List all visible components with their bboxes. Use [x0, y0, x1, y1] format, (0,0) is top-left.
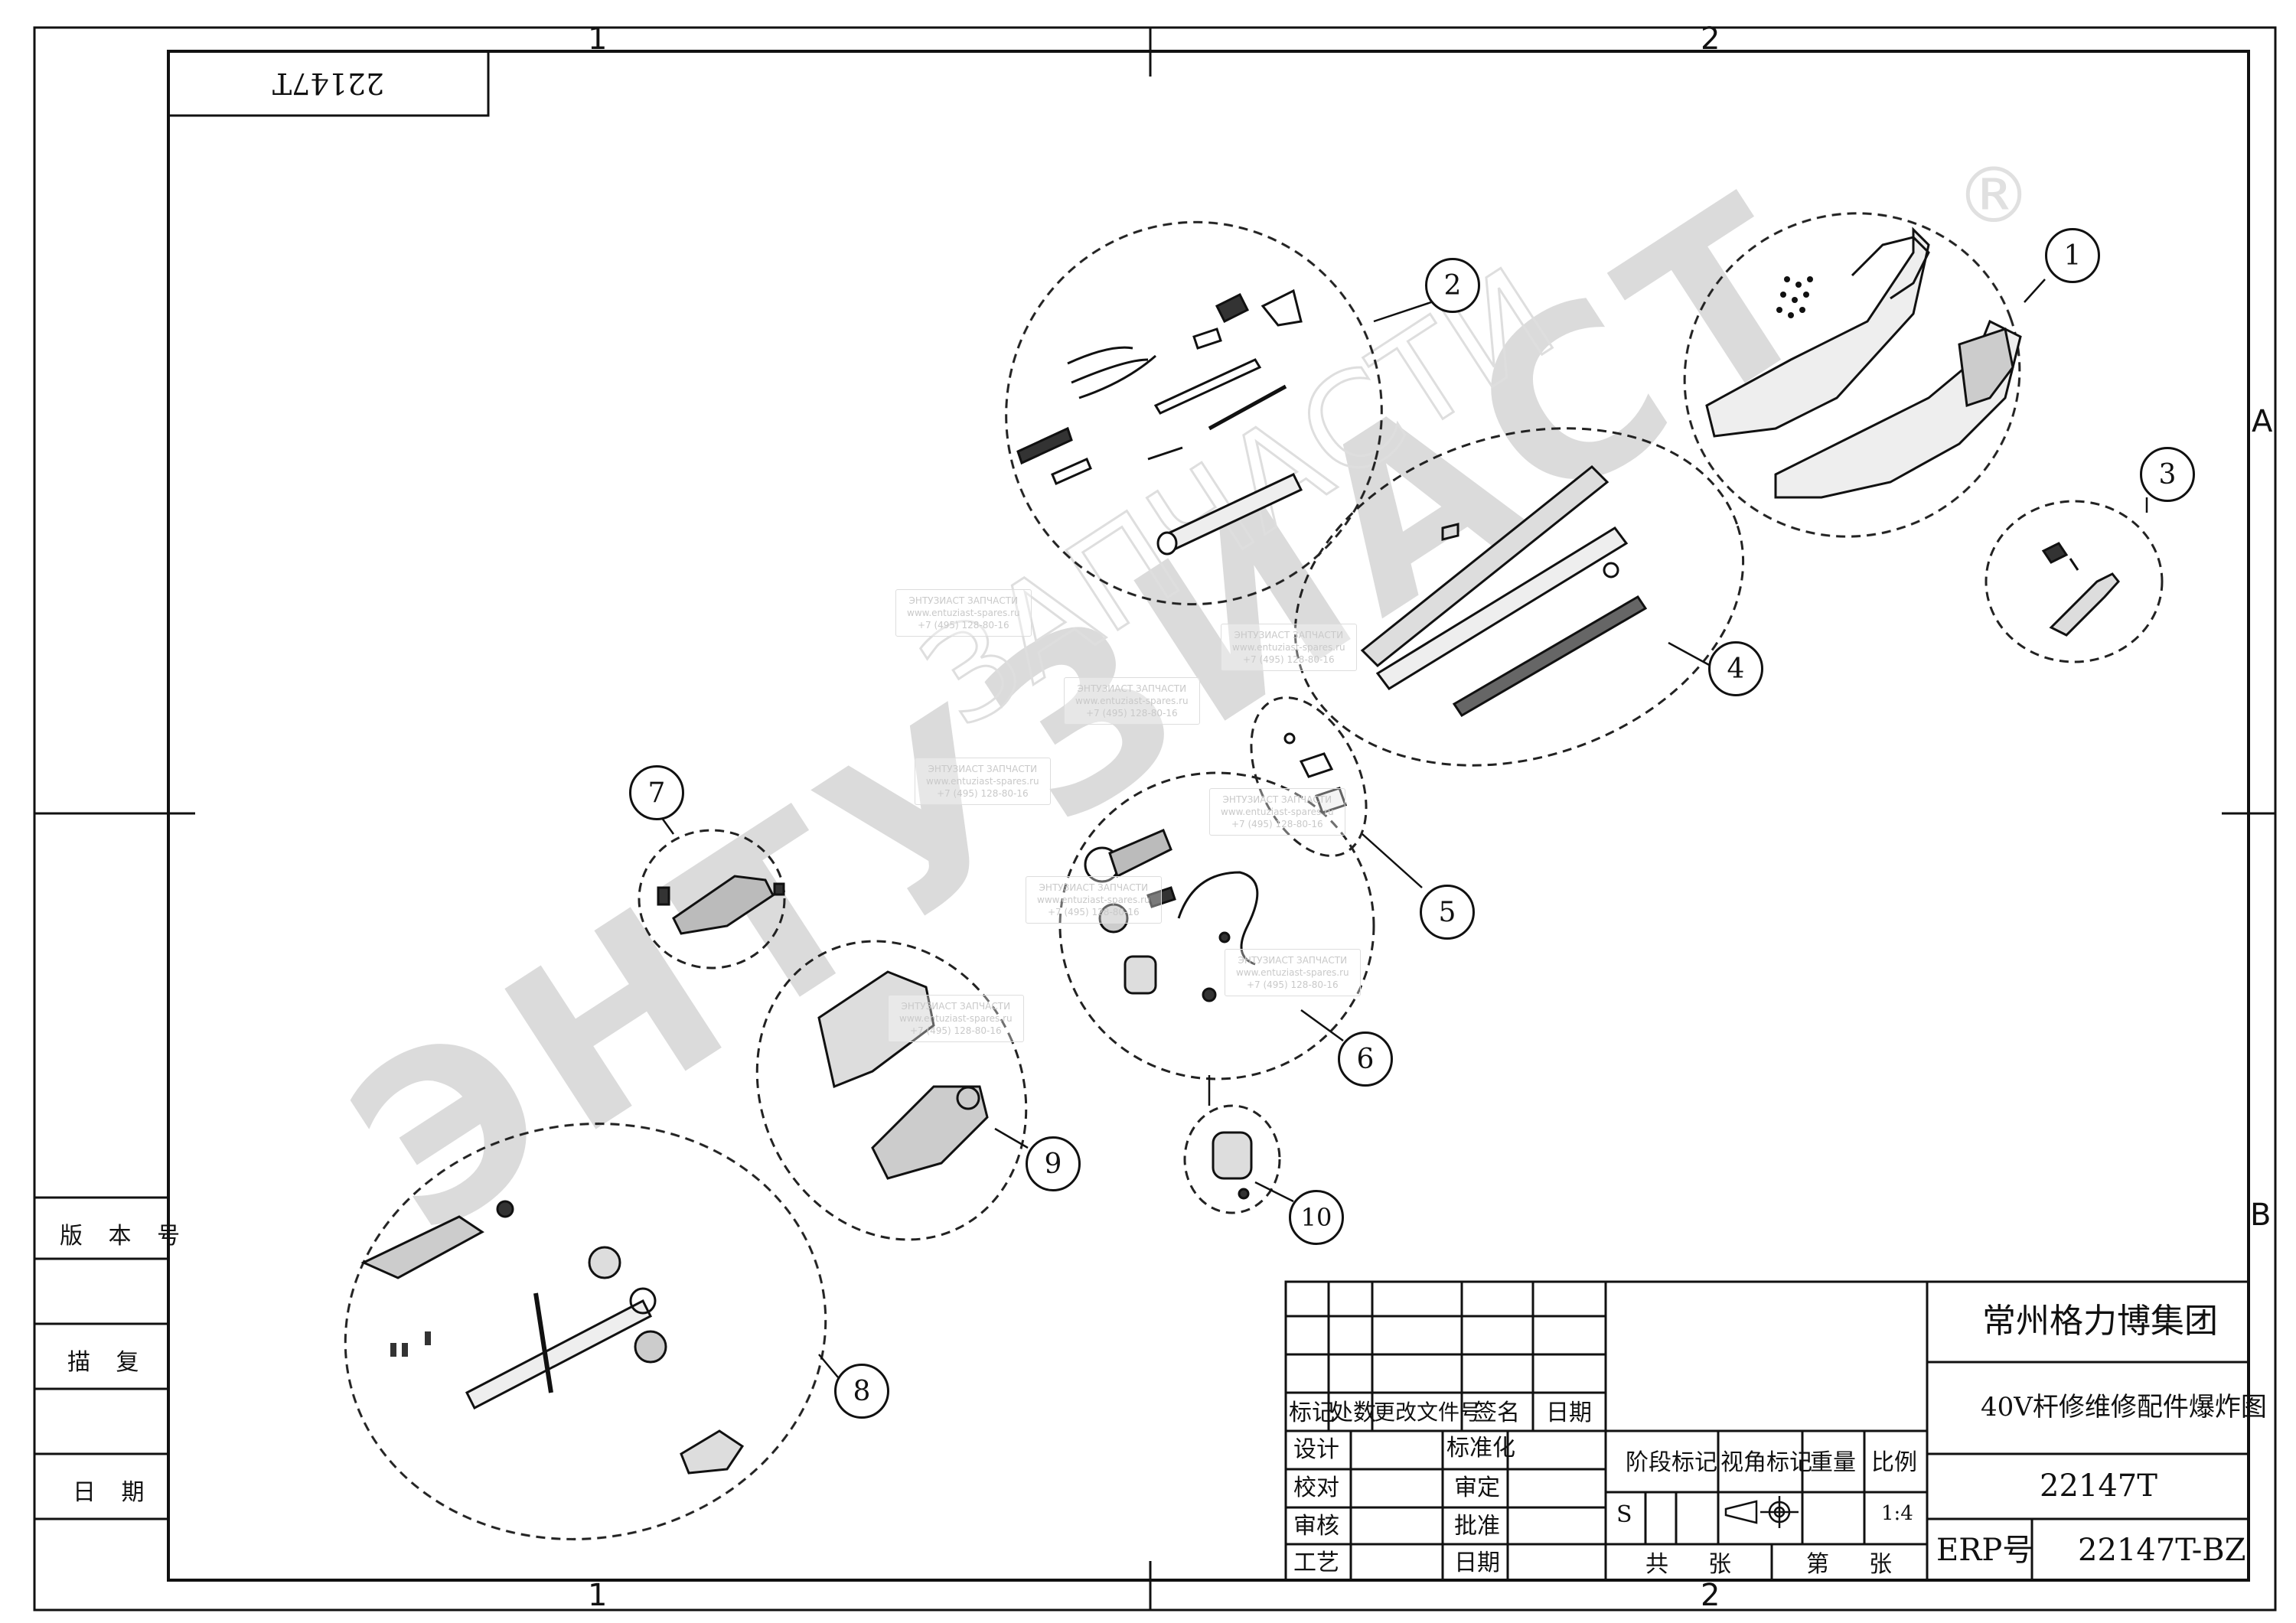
version-label: 版 本 号 — [60, 1223, 190, 1250]
leader-lines — [658, 279, 2148, 1378]
rev-header-count: 处数 — [1330, 1400, 1376, 1426]
scale-value: 1:4 — [1881, 1502, 1913, 1525]
callout-10: 10 — [1289, 1190, 1344, 1245]
drawing-number-stamp: 22147T — [272, 67, 385, 100]
group-5-outline — [1250, 696, 1368, 857]
zone-col-2-top: 2 — [1701, 21, 1720, 57]
group-3-outline — [1985, 500, 2164, 663]
erp-value: 22147T-BZ — [2078, 1533, 2246, 1568]
projection-symbol — [1724, 1496, 1799, 1528]
trace-label: 描 复 — [67, 1349, 148, 1376]
erp-label: ERP号 — [1936, 1533, 2033, 1568]
callout-3: 3 — [2140, 447, 2195, 502]
group-8-parts — [360, 1200, 745, 1475]
group-10-parts — [1212, 1131, 1253, 1200]
group-9-outline — [755, 940, 1028, 1241]
group-outlines — [344, 212, 2164, 1540]
scale-label: 比例 — [1871, 1449, 1917, 1476]
rev-header-date: 日期 — [1546, 1400, 1592, 1426]
group-1-parts — [1705, 227, 2022, 499]
sign-process: 工艺 — [1293, 1550, 1339, 1576]
svg-text:®: ® — [1955, 151, 2032, 240]
left-block — [34, 1196, 168, 1520]
group-4-parts — [1360, 464, 1648, 718]
sign-review: 审核 — [1293, 1513, 1339, 1540]
sign-check: 校对 — [1293, 1475, 1339, 1501]
rev-header-docno: 更改文件号 — [1374, 1400, 1482, 1425]
sign-standard: 标准化 — [1446, 1435, 1515, 1462]
callout-5: 5 — [1420, 885, 1475, 940]
sign-date: 日期 — [1454, 1550, 1500, 1576]
sign-approve-1: 审定 — [1454, 1475, 1500, 1501]
sheet-nth-label: 第 — [1806, 1551, 1829, 1578]
part-sketches — [360, 227, 2120, 1475]
date-label: 日 期 — [73, 1479, 154, 1506]
zone-ticks — [34, 28, 2275, 1610]
drawing-title: 40V杆修维修配件爆炸图 — [1981, 1392, 2267, 1423]
title-block-lines — [1284, 1280, 2250, 1582]
inner-frame — [167, 50, 2250, 1582]
group-6-outline — [1058, 771, 1375, 1080]
rev-header-mark: 标记 — [1289, 1400, 1335, 1426]
group-2-parts — [1016, 288, 1303, 556]
callout-6: 6 — [1338, 1031, 1393, 1087]
callout-8: 8 — [834, 1364, 889, 1419]
outer-border — [33, 26, 2277, 1612]
stamp-box — [167, 50, 490, 117]
callout-1: 1 — [2045, 228, 2100, 283]
zone-row-b: B — [2250, 1198, 2272, 1233]
group-9-parts — [817, 970, 989, 1180]
group-8-outline — [344, 1123, 827, 1540]
group-2-outline — [1005, 220, 1383, 606]
sheet-nth-unit: 张 — [1869, 1551, 1892, 1578]
sign-design: 设计 — [1293, 1436, 1339, 1463]
sheet-total-unit: 张 — [1708, 1551, 1731, 1578]
group-4-outline — [1293, 427, 1745, 767]
sign-approve-2: 批准 — [1454, 1513, 1500, 1540]
zone-row-a: A — [2252, 404, 2273, 439]
weight-label: 重量 — [1810, 1449, 1856, 1476]
group-10-outline — [1183, 1104, 1281, 1214]
callout-7: 7 — [629, 765, 684, 820]
company-name: 常州格力博集团 — [1982, 1302, 2218, 1341]
zone-col-1-bottom: 1 — [588, 1578, 608, 1613]
zone-col-2-bottom: 2 — [1701, 1578, 1720, 1613]
group-7-parts — [657, 875, 785, 935]
rev-header-sign: 签名 — [1474, 1400, 1520, 1426]
callout-2: 2 — [1425, 258, 1480, 313]
callout-4: 4 — [1708, 641, 1763, 696]
drawing-code: 22147T — [2040, 1468, 2157, 1504]
stage-label: 阶段标记 — [1626, 1449, 1717, 1476]
group-3-parts — [2041, 542, 2120, 637]
group-1-outline — [1683, 212, 2021, 538]
sheet-total-label: 共 — [1645, 1551, 1668, 1578]
callout-9: 9 — [1026, 1136, 1081, 1191]
stage-value: S — [1616, 1501, 1632, 1528]
zone-col-1-top: 1 — [588, 21, 608, 57]
group-7-outline — [638, 829, 786, 970]
group-5-parts — [1283, 732, 1347, 814]
view-label: 视角标记 — [1720, 1449, 1812, 1476]
